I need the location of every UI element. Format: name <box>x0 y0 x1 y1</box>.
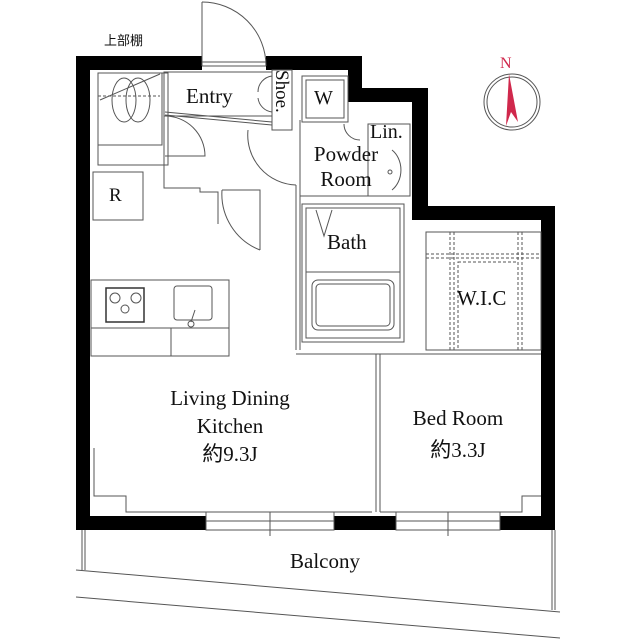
ldk-label-1: Living Dining <box>170 386 290 410</box>
powder-room-label-1: Powder <box>313 142 379 166</box>
ldk-label-2: Kitchen <box>196 414 264 438</box>
bath-label: Bath <box>327 230 367 254</box>
balcony-label: Balcony <box>290 549 360 573</box>
ldk-area: 約9.3J <box>202 442 258 466</box>
powder-room-label-2: Room <box>320 167 372 191</box>
washer-label: W <box>314 87 333 109</box>
upper-shelf-label: 上部棚 <box>104 33 144 48</box>
exterior-walls <box>76 56 555 530</box>
entry-label: Entry <box>186 84 233 108</box>
bedroom-area: 約3.3J <box>430 438 486 462</box>
interior-lines <box>75 1 561 639</box>
shoe-closet-label: Shoe. <box>271 70 292 113</box>
bedroom-label: Bed Room <box>412 406 504 430</box>
compass-north-label: N <box>500 55 512 72</box>
refrigerator-label: R <box>109 185 122 206</box>
wic-label: W.I.C <box>457 286 507 310</box>
compass-icon <box>483 73 541 131</box>
linen-label: Lin. <box>370 121 403 143</box>
